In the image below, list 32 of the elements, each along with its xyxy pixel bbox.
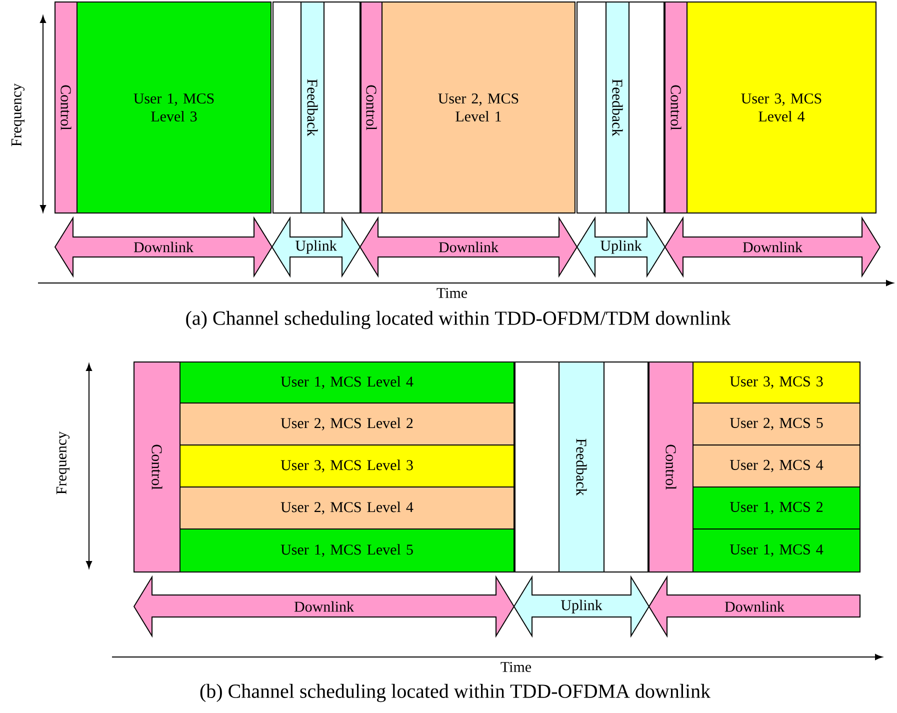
gap-block (576, 2, 606, 214)
control-block: Control (648, 362, 694, 572)
data-block: User 2, MCS Level 4 (180, 486, 514, 530)
data-block: User 2, MCS 5 (692, 402, 860, 446)
caption: (a) Channel scheduling located within TDD-OFDM/TDM downlink (186, 310, 731, 330)
data-block: User 2, MCS 4 (692, 444, 860, 488)
data-block: User 3, MCS Level 4 (686, 2, 876, 214)
data-block: User 1, MCS Level 5 (180, 528, 514, 572)
feedback-block: Feedback (606, 2, 630, 214)
control-block: Control (360, 2, 382, 214)
data-block: User 3, MCS 3 (692, 362, 860, 404)
data-block: User 1, MCS 2 (692, 486, 860, 530)
axis-label: Time (500, 662, 532, 672)
feedback-block: Feedback (558, 362, 604, 572)
gap-block (514, 362, 560, 572)
feedback-block: Feedback (300, 2, 324, 214)
axis-label: Frequency (56, 431, 70, 494)
gap-block (272, 2, 302, 214)
axis-label: Frequency (11, 83, 25, 146)
data-block: User 2, MCS Level 1 (382, 2, 576, 214)
data-block: User 3, MCS Level 3 (180, 444, 514, 488)
control-block: Control (664, 2, 688, 214)
data-block: User 2, MCS Level 2 (180, 402, 514, 446)
data-block: User 1, MCS Level 3 (76, 2, 272, 214)
gap-block (604, 362, 648, 572)
control-block: Control (134, 362, 180, 572)
gap-block (324, 2, 360, 214)
gap-block (628, 2, 664, 214)
data-block: User 1, MCS Level 4 (180, 362, 514, 404)
control-block: Control (54, 2, 78, 214)
caption: (b) Channel scheduling located within TDD-OFDMA downlink (200, 684, 711, 702)
data-block: User 1, MCS 4 (692, 528, 860, 572)
